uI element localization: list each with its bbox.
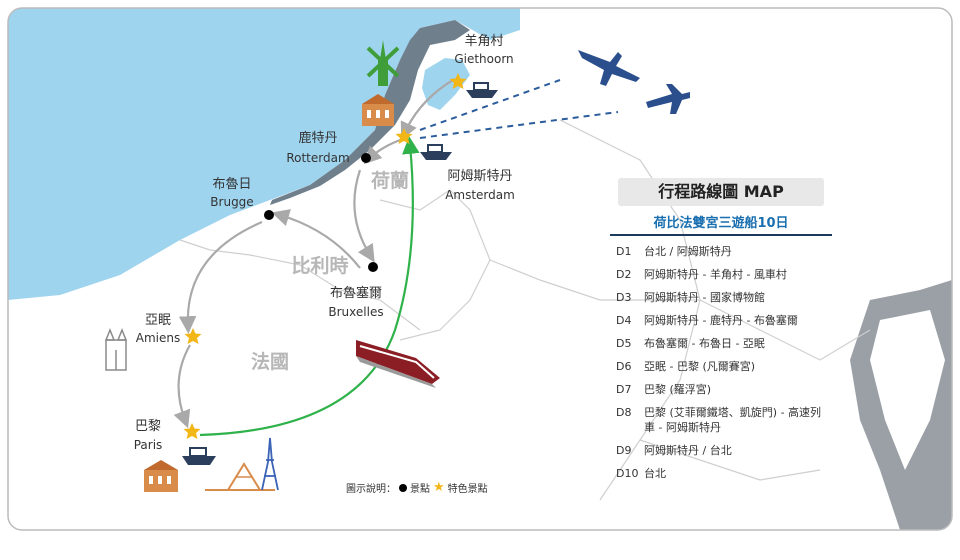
amiens-label-zh: 亞眠	[145, 313, 171, 328]
legend-spot: 景點	[410, 484, 430, 495]
boat-icon	[182, 447, 216, 465]
list-item: D5 布魯塞爾 - 布魯日 - 亞眠	[616, 336, 832, 351]
amsterdam-star	[395, 128, 413, 144]
giethoorn-label-zh: 羊角村	[464, 33, 503, 49]
paris-label-en: Paris	[134, 438, 163, 452]
paris-star	[183, 423, 201, 439]
day-label: D1	[616, 245, 632, 258]
paris-label-zh: 巴黎	[135, 419, 161, 434]
panel-title: 行程路線圖 MAP	[618, 178, 824, 206]
bruxelles-label-zh: 布魯塞爾	[330, 285, 382, 301]
louvre-pyramid-icon	[205, 462, 275, 491]
belgium-label: 比利時	[291, 255, 348, 277]
day-text: 巴黎 (羅浮宮)	[644, 383, 712, 396]
airplane-icon	[646, 84, 690, 114]
north-sea	[8, 8, 520, 300]
list-item: D1 台北 / 阿姆斯特丹	[616, 244, 832, 259]
coast-shade	[270, 20, 470, 205]
panel-subtitle: 荷比法雙宮三遊船10日	[610, 212, 832, 236]
boat-icon	[420, 144, 452, 160]
eiffel-tower-icon	[261, 437, 279, 491]
giethoorn-star	[449, 73, 467, 89]
train-icon	[356, 340, 440, 388]
day-label: D2	[616, 268, 632, 281]
giethoorn-label-en: Giethoorn	[454, 52, 513, 66]
day-label: D10	[616, 467, 639, 480]
day-label: D9	[616, 444, 632, 457]
list-item: D8 巴黎 (艾菲爾鐵塔、凱旋門) - 高速列車 - 阿姆斯特丹	[616, 405, 832, 435]
rotterdam-label-en: Rotterdam	[286, 151, 349, 165]
boat-icon	[466, 82, 498, 98]
day-label: D4	[616, 314, 632, 327]
day-text: 亞眠 - 巴黎 (凡爾賽宮)	[644, 360, 756, 373]
rotterdam-label-zh: 鹿特丹	[298, 130, 337, 146]
legend-feature-spot: 特色景點	[447, 484, 488, 495]
amsterdam-label-zh: 阿姆斯特丹	[447, 169, 512, 184]
list-item: D9 阿姆斯特丹 / 台北	[616, 443, 832, 458]
day-label: D6	[616, 360, 632, 373]
day-text: 阿姆斯特丹 - 國家博物館	[644, 291, 765, 304]
list-item: D10 台北	[616, 466, 832, 481]
day-text: 布魯塞爾 - 布魯日 - 亞眠	[644, 337, 765, 350]
itinerary-list: D1 台北 / 阿姆斯特丹 D2 阿姆斯特丹 - 羊角村 - 風車村 D3 阿姆斯特丹…	[610, 244, 832, 481]
airplane-icon	[578, 50, 640, 86]
brugge-label-zh: 布魯日	[212, 177, 251, 192]
day-text: 台北	[644, 467, 666, 480]
list-item: D3 阿姆斯特丹 - 國家博物館	[616, 290, 832, 305]
map-legend: 圖示說明： 景點 ★ 特色景點	[346, 480, 488, 495]
day-text: 阿姆斯特丹 / 台北	[644, 444, 732, 457]
day-text: 阿姆斯特丹 - 鹿特丹 - 布魯塞爾	[644, 314, 798, 327]
list-item: D7 巴黎 (羅浮宮)	[616, 382, 832, 397]
list-item: D6 亞眠 - 巴黎 (凡爾賽宮)	[616, 359, 832, 374]
day-text: 巴黎 (艾菲爾鐵塔、凱旋門) - 高速列車 - 阿姆斯特丹	[644, 406, 822, 434]
bruxelles-dot	[368, 262, 378, 272]
itinerary-panel: 行程路線圖 MAP 荷比法雙宮三遊船10日 D1 台北 / 阿姆斯特丹 D2 阿姆斯…	[610, 178, 832, 489]
france-label: 法國	[251, 350, 289, 373]
day-label: D8	[616, 406, 632, 419]
windmill-icon	[366, 40, 400, 86]
rotterdam-dot	[361, 153, 371, 163]
list-item: D4 阿姆斯特丹 - 鹿特丹 - 布魯塞爾	[616, 313, 832, 328]
cathedral-icon	[104, 327, 128, 371]
brugge-label-en: Brugge	[210, 195, 253, 209]
day-label: D7	[616, 383, 632, 396]
legend-label: 圖示說明：	[346, 484, 396, 495]
amsterdam-label-en: Amsterdam	[445, 188, 515, 202]
palace-icon	[144, 460, 178, 492]
netherlands-label: 荷蘭	[371, 169, 409, 192]
list-item: D2 阿姆斯特丹 - 羊角村 - 風車村	[616, 267, 832, 282]
day-text: 台北 / 阿姆斯特丹	[644, 245, 732, 258]
day-text: 阿姆斯特丹 - 羊角村 - 風車村	[644, 268, 787, 281]
palace-icon	[362, 94, 394, 126]
amiens-label-en: Amiens	[136, 331, 180, 345]
spot-dot-icon	[399, 483, 407, 492]
amiens-star	[184, 328, 202, 344]
bruxelles-label-en: Bruxelles	[328, 305, 383, 319]
day-label: D5	[616, 337, 632, 350]
brugge-dot	[264, 210, 274, 220]
star-icon: ★	[433, 480, 445, 495]
day-label: D3	[616, 291, 632, 304]
